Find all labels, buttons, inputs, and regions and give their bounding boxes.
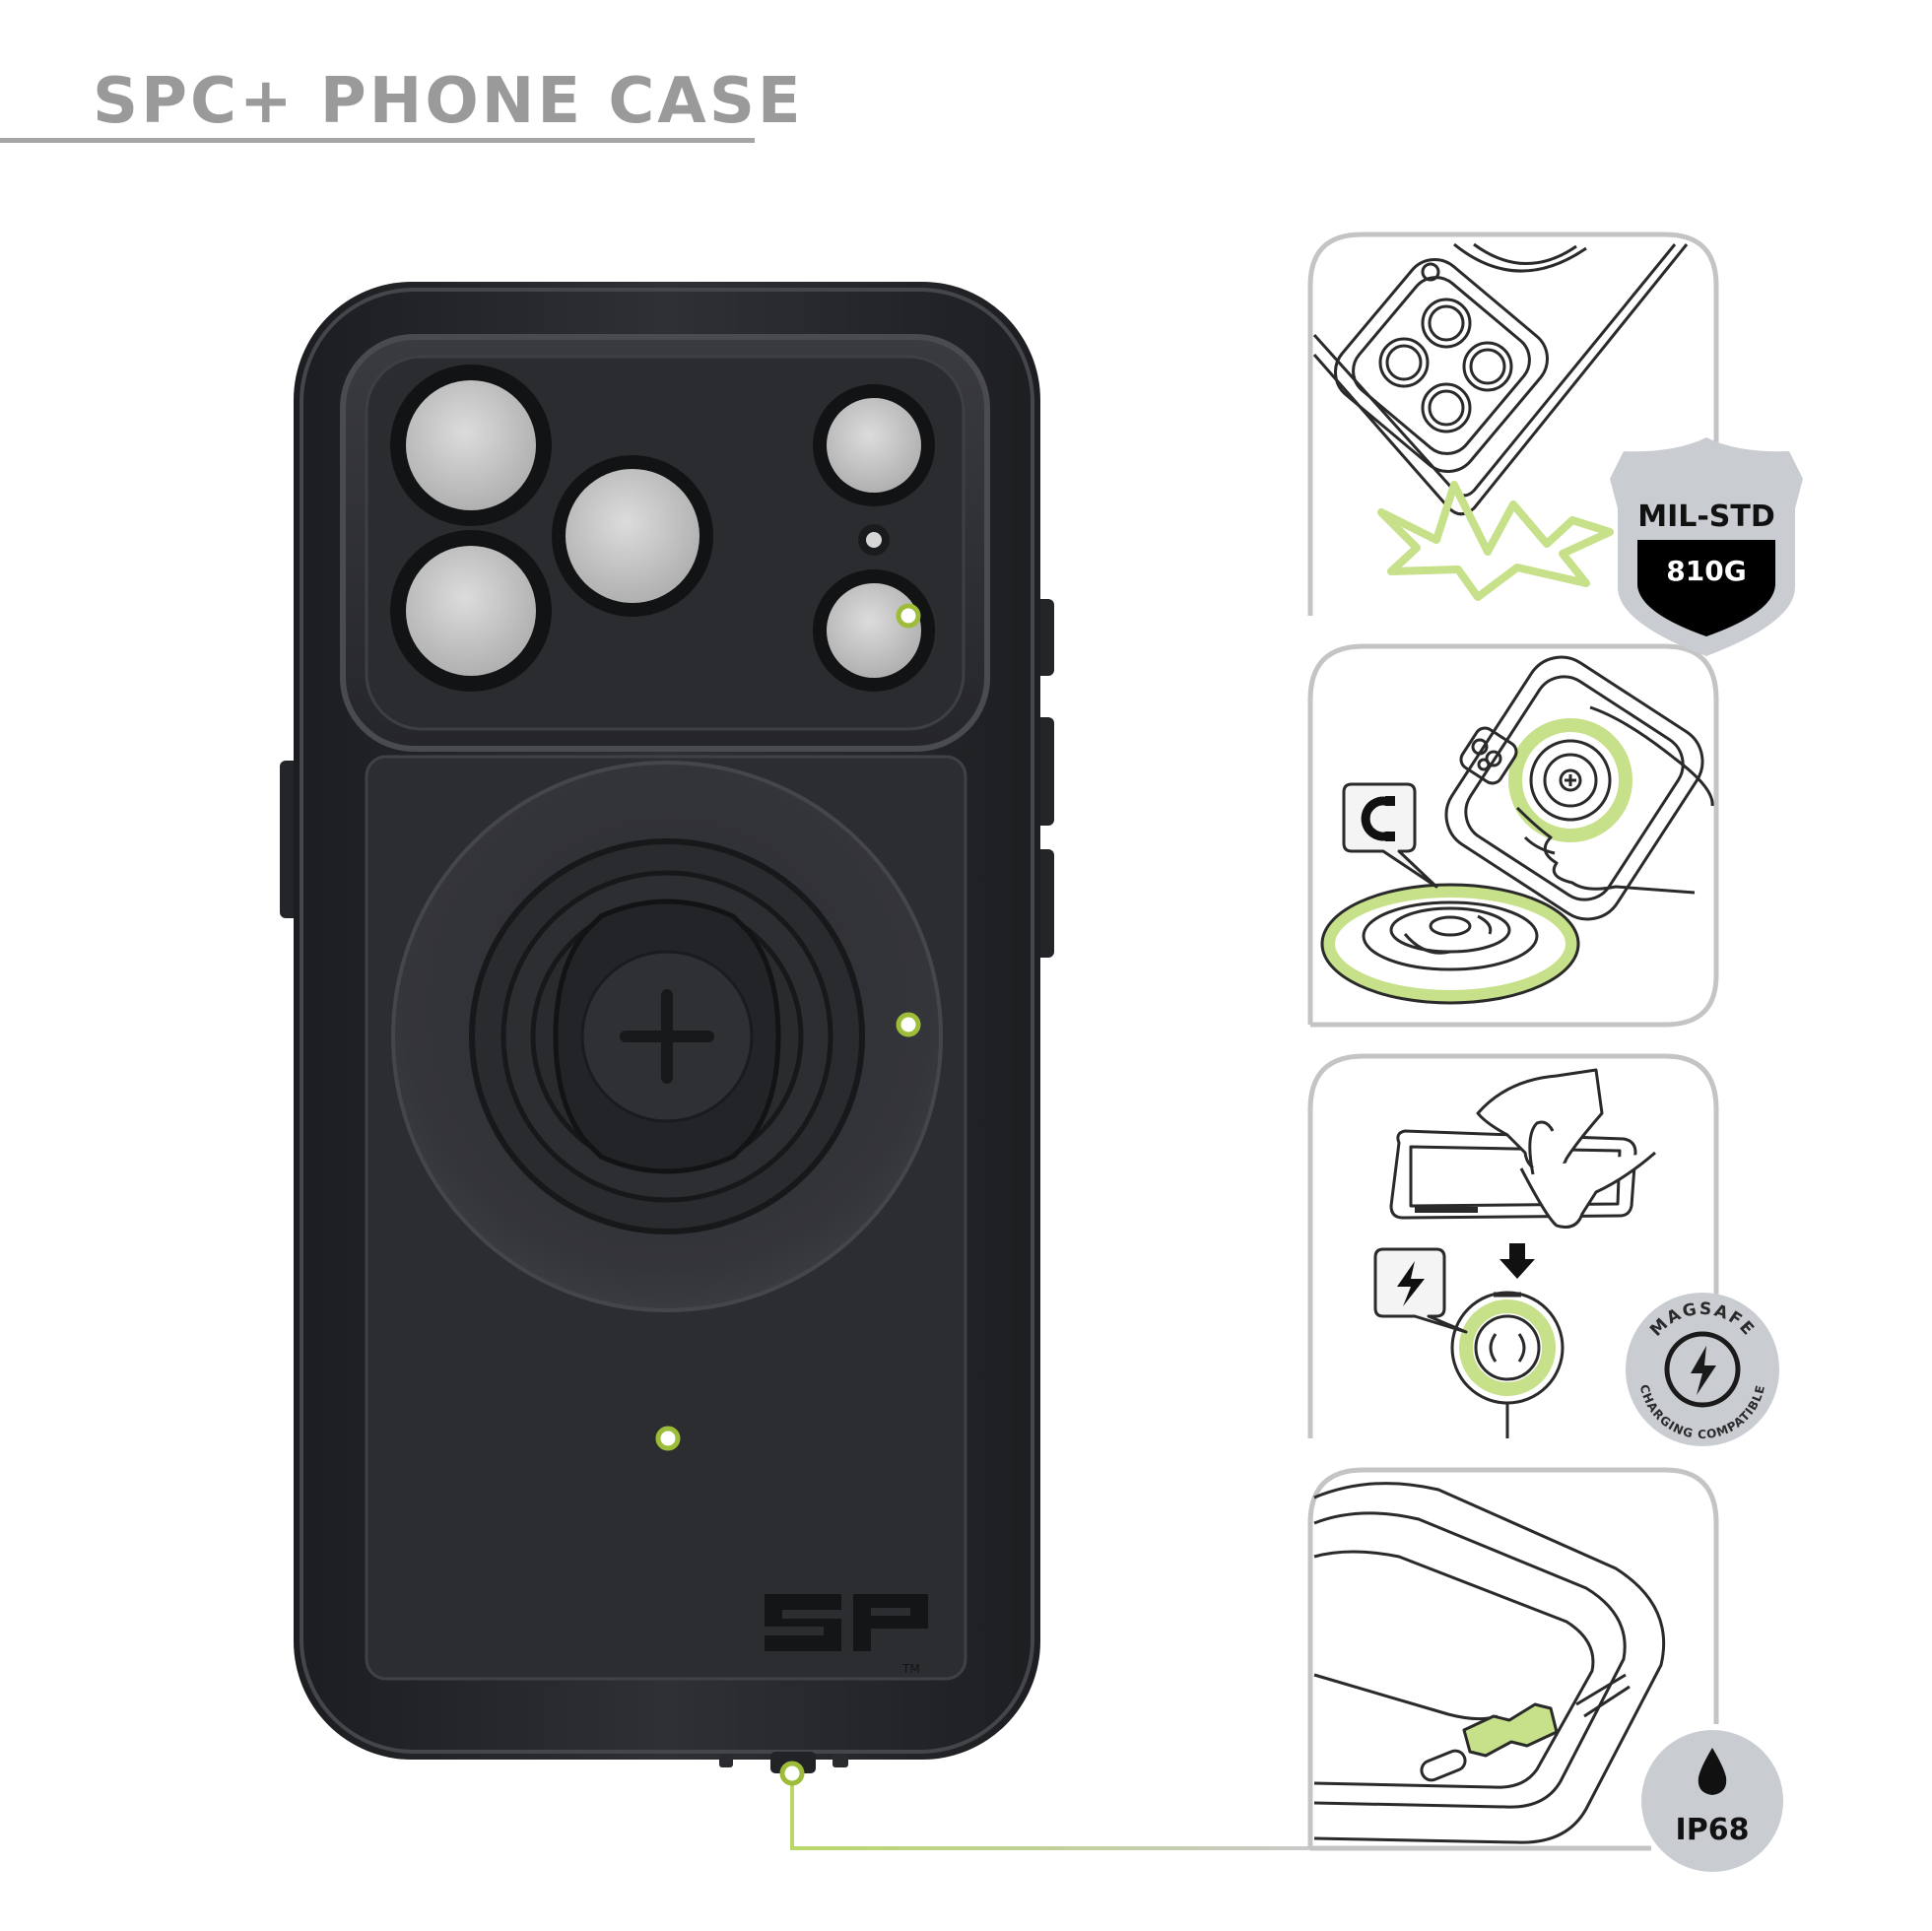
- leader-dots: [655, 603, 921, 1786]
- magnetic-mount-ring: [391, 761, 943, 1312]
- magnetic-illustration: [1320, 655, 1714, 1005]
- callout-dot-ring: [896, 1012, 921, 1037]
- feature-frames: [1307, 232, 1719, 1851]
- charger-puck: [1450, 1291, 1565, 1438]
- ip68-badge: [1641, 1730, 1783, 1872]
- magsafe-lightning-icon: [1691, 1346, 1716, 1395]
- page-title: SPC+ PHONE CASE: [93, 65, 804, 138]
- magnet-icon: [1361, 796, 1391, 841]
- callout-dot-camera: [896, 603, 921, 629]
- mil-std-badge: [1610, 437, 1803, 656]
- charging-callout: [1373, 1247, 1468, 1334]
- mil-std-810g-label: 810G: [1666, 555, 1747, 587]
- port-cover-highlight: [1462, 1702, 1559, 1758]
- phone-case: TM: [280, 282, 1054, 1773]
- frame-magnetic: [1307, 643, 1719, 1028]
- leader-lines: [668, 614, 1310, 1850]
- camera-lenses: [390, 365, 935, 692]
- mil-std-label: MIL-STD: [1637, 499, 1775, 534]
- charging-illustration: [1389, 1068, 1656, 1229]
- frame-waterproof: [1307, 1467, 1719, 1848]
- trademark: TM: [901, 1662, 920, 1676]
- waterproof-illustration: [1313, 1482, 1666, 1844]
- callout-dot-back: [655, 1426, 681, 1451]
- mount-cross-icon: [620, 989, 714, 1084]
- frame-charging: [1307, 1053, 1719, 1438]
- arrow-down-icon: [1499, 1243, 1535, 1279]
- lightning-icon: [1397, 1261, 1425, 1306]
- ip68-label: IP68: [1675, 1813, 1750, 1847]
- magsafe-badge: MAGSAFE CHARGING COMPATIBLE: [1626, 1293, 1779, 1446]
- magnet-callout: [1342, 782, 1438, 889]
- callout-dot-port: [779, 1761, 805, 1786]
- sp-logo: [765, 1594, 928, 1651]
- impact-burst-icon: [1377, 481, 1614, 601]
- water-drop-icon: [1698, 1748, 1727, 1795]
- frame-shock: [1307, 232, 1719, 616]
- title-underline: [0, 138, 755, 143]
